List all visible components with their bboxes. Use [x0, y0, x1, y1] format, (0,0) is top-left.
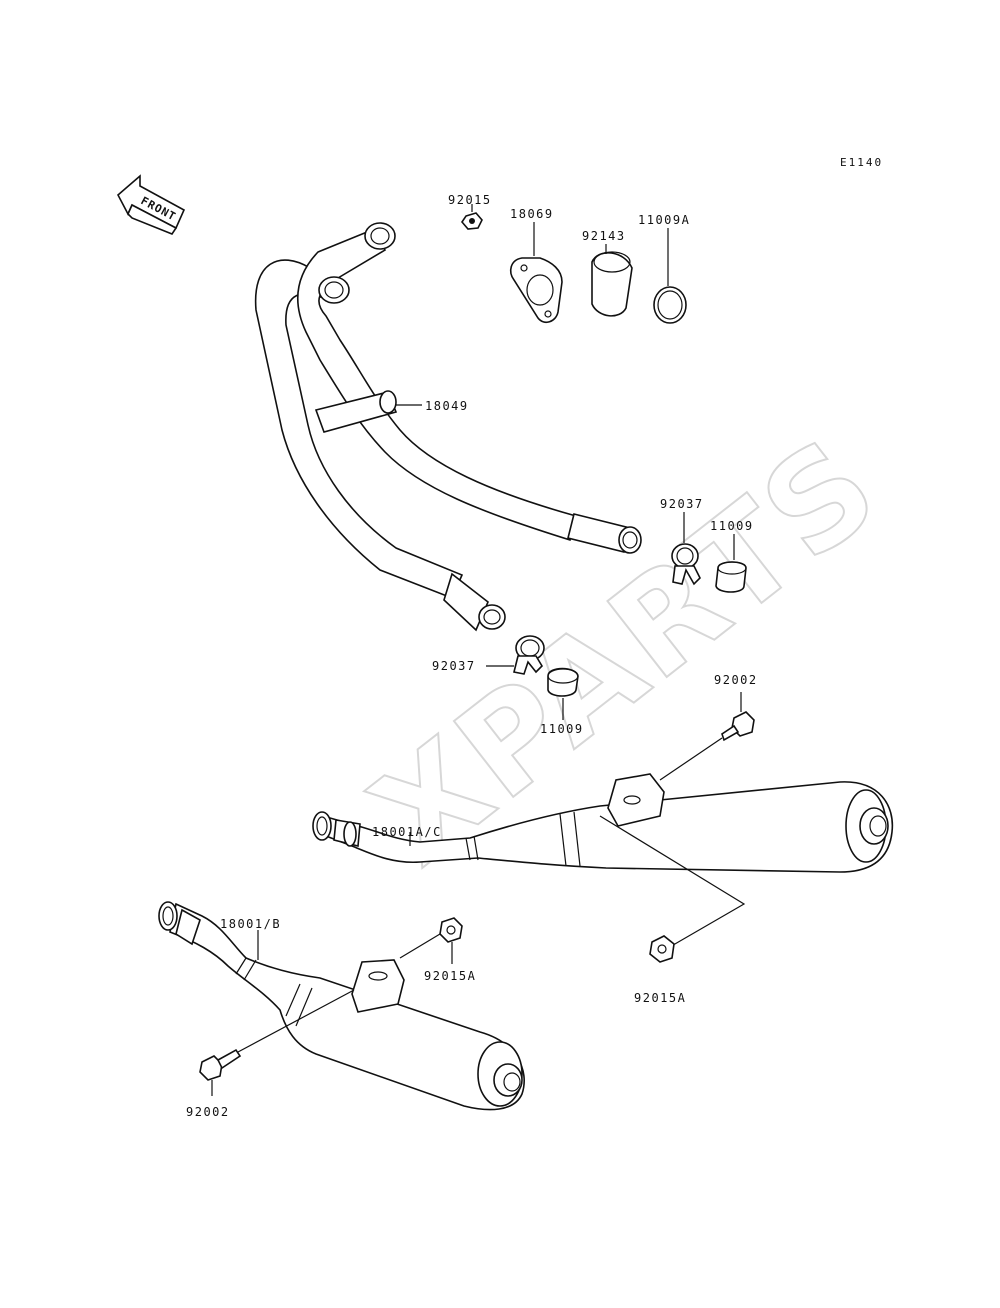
front-arrow-icon: FRONT [116, 174, 186, 235]
label-11009a: 11009A [638, 213, 690, 227]
clamp-92037-right-icon [671, 543, 701, 586]
label-18069: 18069 [510, 207, 554, 221]
label-18049: 18049 [425, 399, 469, 413]
muffler-18001b [158, 901, 525, 1111]
diagram-code: E1140 [840, 156, 883, 169]
gasket-11009-left-icon [547, 667, 579, 697]
label-92002-lower: 92002 [186, 1105, 230, 1119]
label-92015a-right: 92015A [634, 991, 686, 1005]
label-18001b: 18001/B [220, 917, 281, 931]
label-92037-right: 92037 [660, 497, 704, 511]
label-92037-left: 92037 [432, 659, 476, 673]
sleeve-92143-icon [591, 251, 633, 317]
nut-92015a-right-icon [649, 935, 675, 963]
ring-11009a-icon [653, 286, 687, 324]
clamp-92037-left-icon [513, 635, 545, 675]
gasket-11009-right-icon [715, 561, 747, 593]
bolt-92002-lower-icon [199, 1048, 242, 1081]
nut-92015a-left-icon [439, 917, 463, 943]
label-92015: 92015 [448, 193, 492, 207]
nut-92015-icon [460, 212, 483, 230]
muffler-18001ac [312, 773, 894, 873]
label-11009-right: 11009 [710, 519, 754, 533]
label-18001ac: 18001A/C [372, 825, 442, 839]
label-92002-upper: 92002 [714, 673, 758, 687]
bolt-92002-upper-icon [721, 711, 755, 742]
exhaust-pipe-18049 [254, 222, 642, 632]
gasket-18069-icon [509, 257, 563, 324]
label-11009-left: 11009 [540, 722, 584, 736]
label-92143: 92143 [582, 229, 626, 243]
label-92015a-left: 92015A [424, 969, 476, 983]
